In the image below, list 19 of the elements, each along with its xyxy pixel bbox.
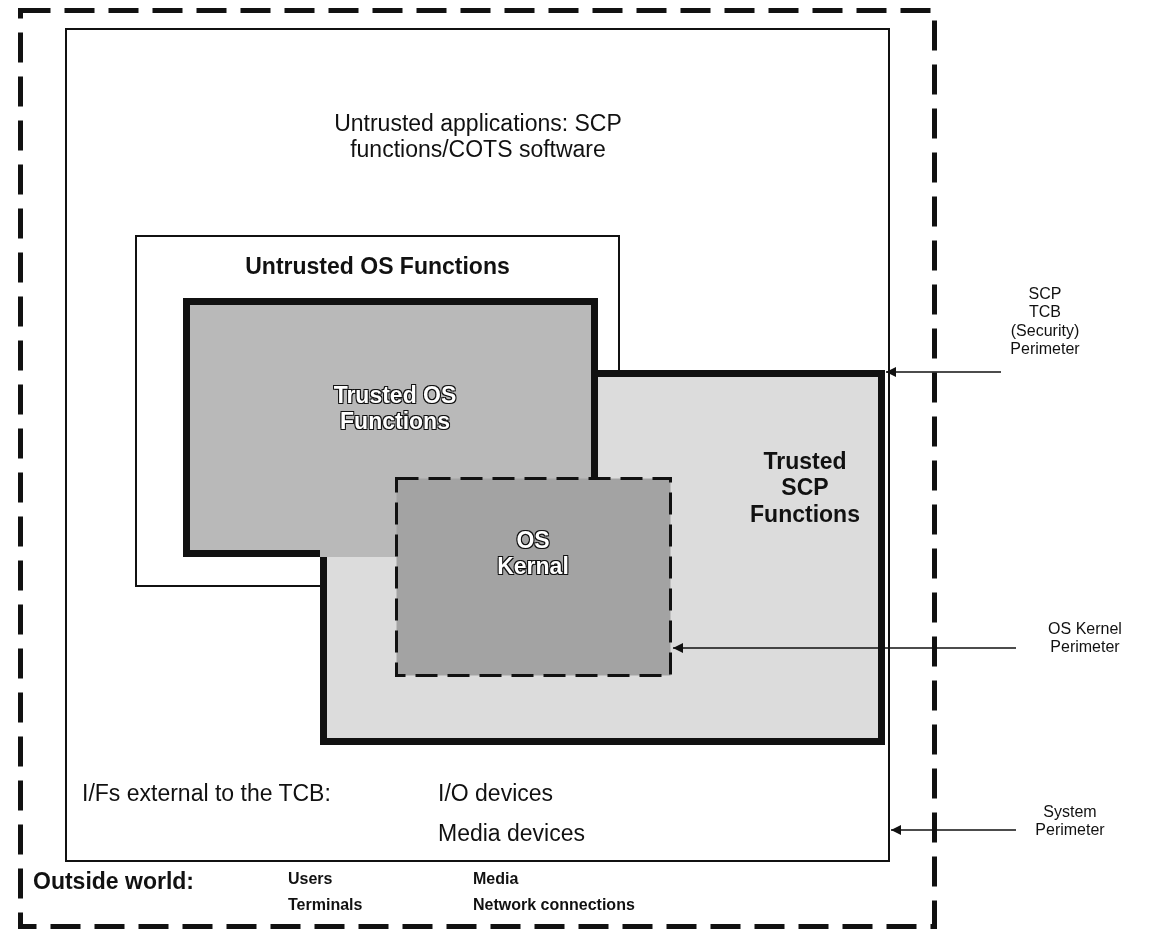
region-title: OS Kernal (496, 527, 570, 580)
list-item: Media (473, 870, 520, 889)
device-label: Media devices (438, 820, 587, 847)
region-title: Trusted OS Functions (332, 382, 458, 435)
region-title: Untrusted applications: SCP functions/COTS software (333, 110, 623, 163)
outside-world-heading: Outside world: (33, 868, 195, 895)
region-title: Untrusted OS Functions (244, 253, 511, 280)
list-item: Users (288, 870, 334, 889)
list-item: Network connections (473, 896, 636, 915)
arrow (885, 367, 1002, 377)
perimeter-label: SCP TCB (Security) Perimeter (1009, 285, 1081, 359)
list-item: Terminals (288, 896, 364, 915)
arrow (672, 643, 1017, 653)
device-label: I/O devices (438, 780, 555, 807)
arrow (890, 825, 1017, 835)
interface-label: I/Fs external to the TCB: (82, 780, 332, 807)
region-title: Trusted SCP Functions (749, 448, 861, 528)
perimeter-label: System Perimeter (1034, 803, 1106, 840)
perimeter-label: OS Kernel Perimeter (1047, 620, 1123, 657)
